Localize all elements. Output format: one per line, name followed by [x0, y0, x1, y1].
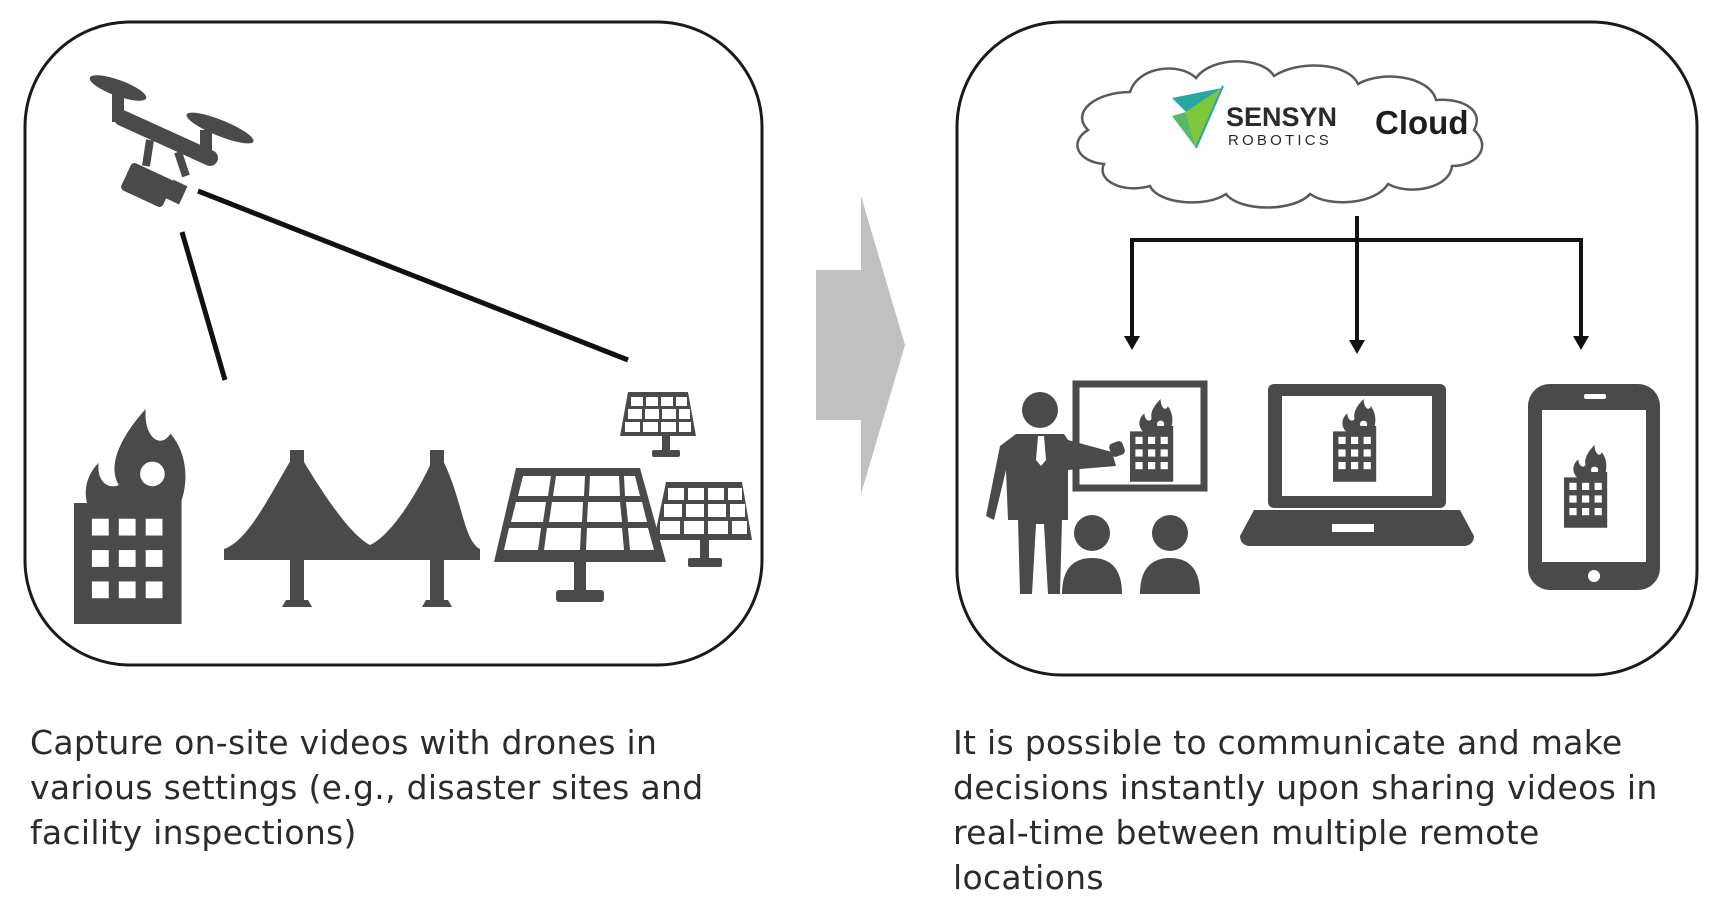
sight-line-solar — [197, 188, 629, 363]
caption-right-line: locations — [953, 858, 1104, 897]
bridge-icon — [224, 450, 480, 607]
logo-wordmark-top: SENSYN — [1226, 102, 1337, 132]
process-arrow-icon — [816, 196, 905, 494]
caption-right-line: decisions instantly upon sharing videos … — [953, 768, 1658, 807]
caption-left-line: various settings (e.g., disaster sites a… — [30, 768, 704, 807]
caption-right-line: It is possible to communicate and make — [953, 723, 1623, 762]
sight-line-building — [179, 231, 228, 381]
audience-icon — [1062, 515, 1200, 594]
logo-wordmark-bottom: ROBOTICS — [1228, 132, 1332, 149]
caption-right: It is possible to communicate and make d… — [953, 720, 1658, 900]
distribution-arrowheads — [1124, 336, 1589, 354]
drone-icon — [89, 75, 254, 207]
solar-panel-icon — [494, 392, 752, 602]
presenter-icon — [986, 380, 1208, 594]
caption-right-line: real-time between multiple remote — [953, 813, 1540, 852]
cloud-product-label: Cloud — [1375, 104, 1468, 141]
caption-left: Capture on-site videos with drones in va… — [30, 720, 703, 855]
sensyn-logo — [1172, 85, 1224, 149]
caption-left-line: facility inspections) — [30, 813, 357, 852]
distribution-connectors — [1130, 216, 1583, 340]
caption-left-line: Capture on-site videos with drones in — [30, 723, 658, 762]
